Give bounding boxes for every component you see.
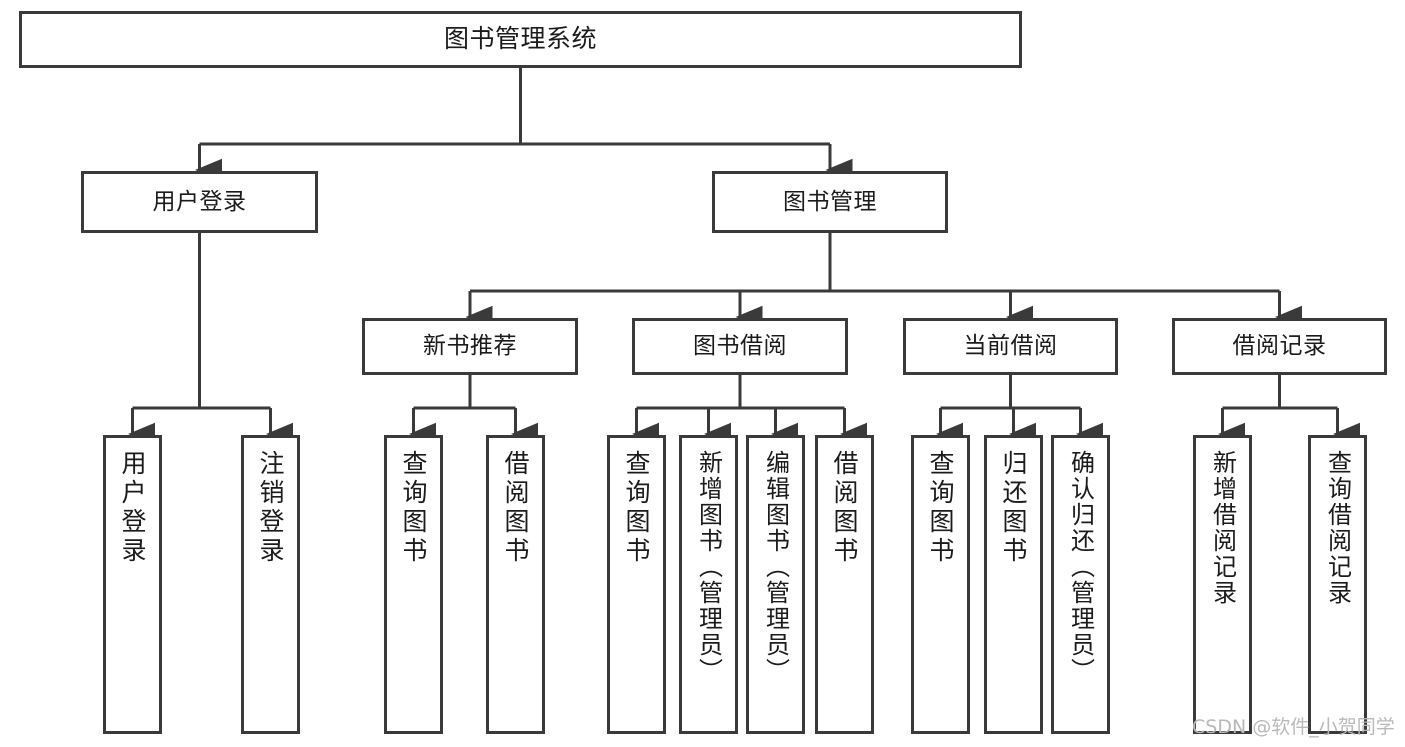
node-borrow-record[interactable]: 借阅记录: [1172, 318, 1387, 375]
node-label: 查询借阅记录: [1323, 450, 1352, 606]
node-label: 查询图书: [926, 450, 955, 566]
leaf-edit-book-admin[interactable]: 编辑图书（管理员）: [746, 435, 805, 734]
node-label: 图书管理: [783, 188, 877, 215]
node-label: 用户登录: [118, 450, 147, 566]
watermark: CSDN @软件_小贺同学: [1192, 716, 1395, 738]
node-current-borrow[interactable]: 当前借阅: [903, 318, 1118, 375]
leaf-query-book-borrow[interactable]: 查询图书: [607, 435, 666, 734]
leaf-user-login[interactable]: 用户登录: [103, 435, 162, 734]
node-label: 用户登录: [152, 188, 247, 215]
node-label: 新书推荐: [423, 333, 517, 360]
node-label: 图书借阅: [693, 333, 787, 360]
leaf-confirm-return-admin[interactable]: 确认归还（管理员）: [1051, 435, 1110, 734]
node-label: 编辑图书（管理员）: [761, 450, 790, 684]
node-book-borrow[interactable]: 图书借阅: [632, 318, 848, 375]
node-label: 借阅图书: [501, 450, 530, 566]
leaf-query-book-recommend[interactable]: 查询图书: [384, 435, 443, 734]
leaf-add-borrow-record[interactable]: 新增借阅记录: [1193, 435, 1252, 734]
node-label: 图书管理系统: [443, 24, 597, 54]
node-label: 借阅图书: [830, 450, 859, 566]
node-root[interactable]: 图书管理系统: [19, 11, 1022, 68]
node-label: 注销登录: [256, 450, 285, 566]
node-label: 新增借阅记录: [1208, 450, 1237, 606]
node-label: 借阅记录: [1232, 333, 1327, 360]
leaf-query-borrow-record[interactable]: 查询借阅记录: [1308, 435, 1367, 734]
leaf-borrow-book[interactable]: 借阅图书: [815, 435, 874, 734]
node-label: 当前借阅: [963, 333, 1058, 360]
node-label: 新增图书（管理员）: [694, 450, 723, 684]
leaf-add-book-admin[interactable]: 新增图书（管理员）: [679, 435, 738, 734]
node-user-login[interactable]: 用户登录: [81, 171, 318, 233]
node-label: 归还图书: [999, 450, 1028, 566]
node-book-management[interactable]: 图书管理: [712, 171, 948, 233]
leaf-logout[interactable]: 注销登录: [241, 435, 300, 734]
leaf-return-book[interactable]: 归还图书: [984, 435, 1043, 734]
node-label: 确认归还（管理员）: [1066, 450, 1095, 684]
node-label: 查询图书: [399, 450, 428, 566]
node-label: 查询图书: [622, 450, 651, 566]
node-new-book-recommend[interactable]: 新书推荐: [362, 318, 578, 375]
leaf-query-book-current[interactable]: 查询图书: [911, 435, 970, 734]
leaf-borrow-book-recommend[interactable]: 借阅图书: [486, 435, 545, 734]
